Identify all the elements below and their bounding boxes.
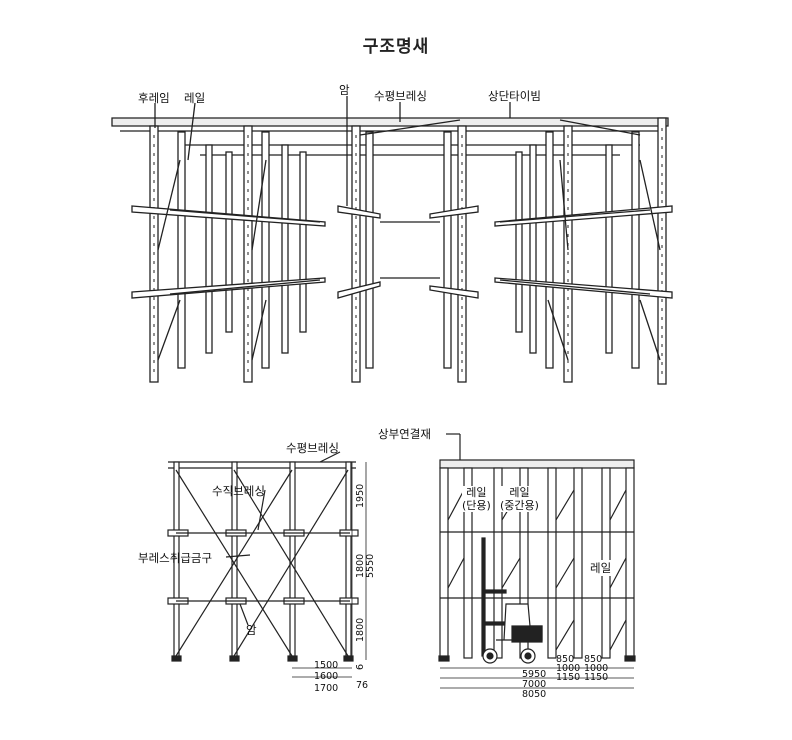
label-front-rail: 레일 bbox=[590, 560, 612, 576]
label-rail-single: 레일 (단용) bbox=[462, 486, 491, 512]
dim-8050: 8050 bbox=[522, 689, 547, 700]
dim-1000-left: 1000 bbox=[556, 663, 581, 674]
label-rail-middle: 레일 (중간용) bbox=[500, 486, 539, 512]
dim-76: 76 bbox=[356, 680, 369, 691]
label-arm: 암 bbox=[339, 83, 350, 97]
label-vertical-bracing: 수직브레싱 bbox=[212, 484, 265, 498]
label-brace-fitting: 부레스취급금구 bbox=[138, 551, 213, 565]
dim-1600: 1600 bbox=[314, 671, 339, 682]
label-horizontal-bracing: 수평브레싱 bbox=[374, 89, 427, 103]
dim-1500: 1500 bbox=[314, 660, 339, 671]
dim-1000-right: 1000 bbox=[584, 663, 609, 674]
label-rail: 레일 bbox=[184, 91, 206, 105]
label-rail-middle-text: 레일 (중간용) bbox=[500, 486, 539, 512]
dim-1150-left: 1150 bbox=[556, 672, 581, 683]
label-rail-single-text: 레일 (단용) bbox=[462, 486, 491, 512]
dim-7000: 7000 bbox=[522, 679, 547, 690]
dim-850-left: 850 bbox=[556, 654, 575, 665]
dim-5950: 5950 bbox=[522, 669, 547, 680]
dim-1700: 1700 bbox=[314, 683, 339, 694]
label-top-tie-beam: 상단타이빔 bbox=[488, 89, 541, 103]
diagram-title: 구조명새 bbox=[362, 37, 430, 57]
dim-850-right: 850 bbox=[584, 654, 603, 665]
label-rear-frame: 후레임 bbox=[138, 91, 170, 105]
dim-1150-right: 1150 bbox=[584, 672, 609, 683]
label-side-arm: 암 bbox=[246, 623, 257, 637]
label-top-connector: 상부연결재 bbox=[378, 427, 431, 441]
label-side-horizontal-bracing: 수평브레싱 bbox=[286, 441, 339, 455]
